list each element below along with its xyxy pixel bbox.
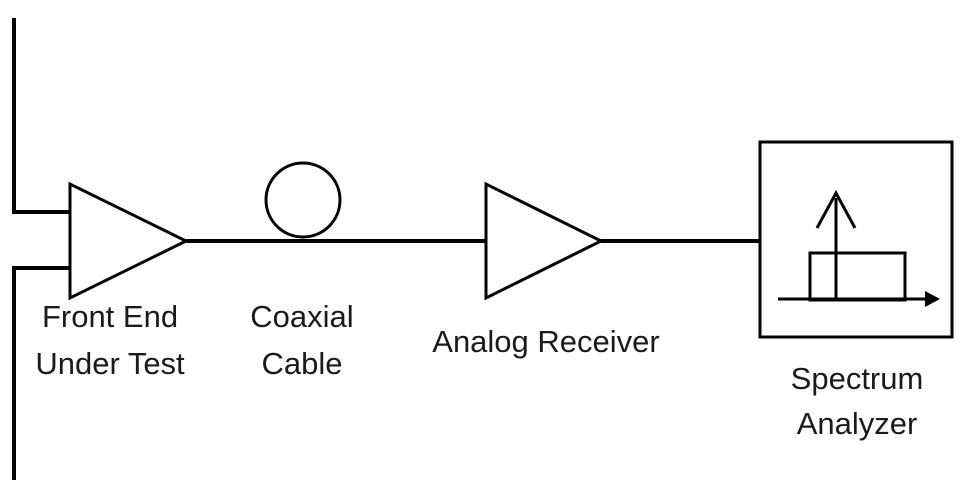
analyzer-label-line1: Spectrum	[791, 361, 924, 396]
front-end-amplifier-icon	[68, 181, 190, 301]
coax-label-line2: Cable	[262, 346, 343, 381]
antenna-lower-wire	[12, 266, 70, 480]
signal-tone-arrowhead	[815, 189, 857, 229]
spectrum-analyzer-icon	[758, 140, 954, 339]
coax-label-line1: Coaxial	[250, 299, 353, 334]
coaxial-cable-icon	[264, 161, 342, 239]
frequency-axis-arrowhead	[925, 291, 940, 307]
receiver-label: Analog Receiver	[432, 324, 659, 359]
antenna-input	[12, 18, 70, 480]
antenna-upper-wire	[12, 18, 70, 214]
analog-receiver-amplifier-icon	[484, 181, 605, 301]
analyzer-label-line2: Analyzer	[797, 406, 918, 441]
front-end-label-line2: Under Test	[35, 346, 185, 381]
front-end-label-line1: Front End	[42, 299, 178, 334]
spectrum-analyzer-box	[758, 140, 954, 339]
